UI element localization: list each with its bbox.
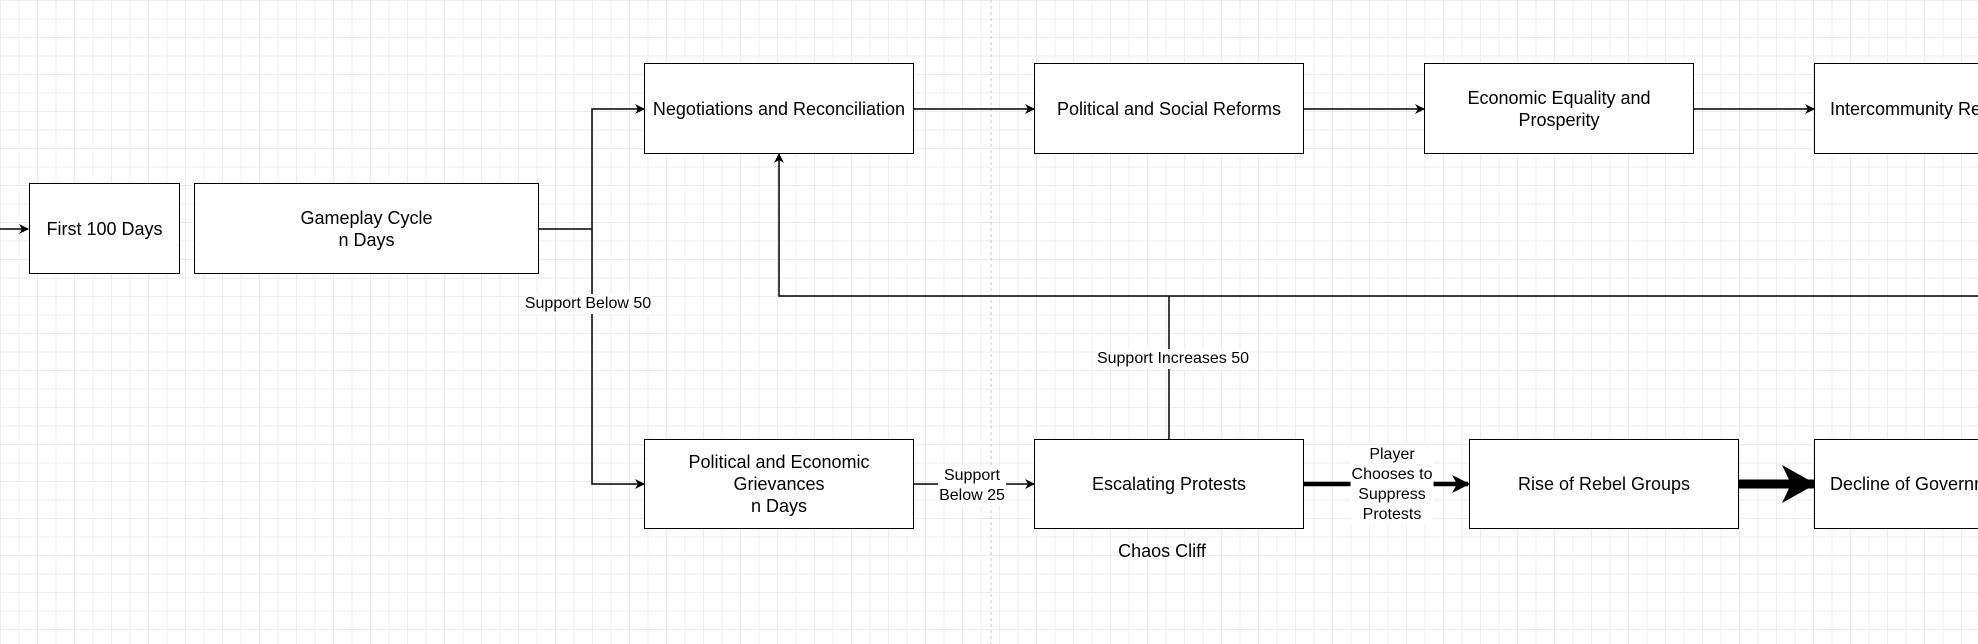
node-gameplay-cycle[interactable]: Gameplay Cycle n Days (194, 183, 539, 274)
annotation-chaos-cliff[interactable]: Chaos Cliff (1118, 541, 1206, 561)
edge-label-support-increases-50[interactable]: Support Increases 50 (1095, 349, 1251, 369)
node-escalating-protests[interactable]: Escalating Protests (1034, 439, 1304, 529)
edge-feedback-to-negotiations (774, 153, 1978, 297)
node-political-and-social-reforms[interactable]: Political and Social Reforms (1034, 63, 1304, 154)
edge-label-player-chooses-to-suppress[interactable]: Player Chooses to Suppress Protests (1350, 445, 1434, 525)
node-rise-of-rebel-groups[interactable]: Rise of Rebel Groups (1469, 439, 1739, 529)
node-negotiations-and-reconciliation[interactable]: Negotiations and Reconciliation (644, 63, 914, 154)
node-economic-equality-and-prosperity[interactable]: Economic Equality and Prosperity (1424, 63, 1694, 154)
node-first-100-days[interactable]: First 100 Days (29, 183, 180, 274)
edge-label-support-below-25[interactable]: Support Below 25 (938, 466, 1006, 506)
edge-label-support-below-50[interactable]: Support Below 50 (523, 294, 653, 314)
node-intercommunity[interactable]: Intercommunity Re (1814, 63, 1978, 154)
edge-to-grievances (591, 229, 645, 489)
node-political-and-economic-grievances[interactable]: Political and Economic Grievances n Days (644, 439, 914, 529)
node-decline-of-government[interactable]: Decline of Governm (1814, 439, 1978, 529)
edge-to-negotiations (591, 104, 645, 229)
